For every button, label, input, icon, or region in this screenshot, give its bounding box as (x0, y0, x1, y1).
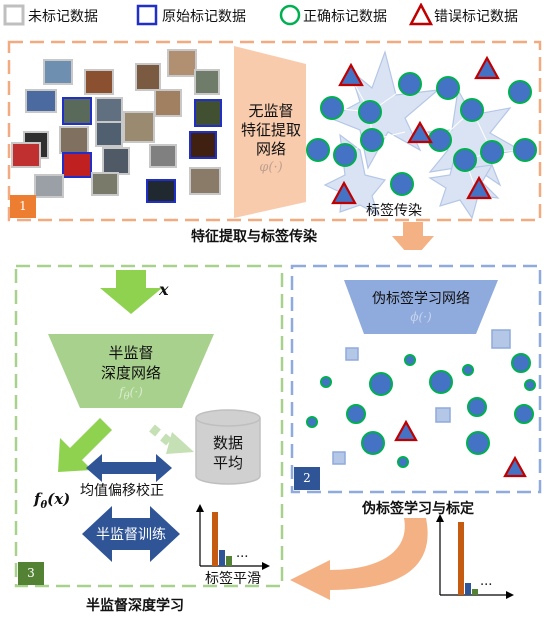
original-square-icon (136, 4, 158, 26)
extractor-line2: 特征提取 (240, 121, 301, 139)
output-symbol: fθ(x) (34, 490, 70, 511)
mean-shift-label: 均值偏移校正 (80, 483, 164, 499)
stage1-to-stage2-arrow (392, 222, 434, 250)
stage2-to-stage3-curved-arrow (290, 518, 428, 600)
feature-extractor-trapezoid (234, 46, 306, 218)
stage1-panel: 1 无监督 特征提取 网络 φ(·) 标签传染 特征提取与标签传染 (0, 0, 544, 250)
data-average-dashed-arrow (149, 424, 172, 446)
stage1-badge: 1 (10, 195, 36, 218)
input-symbol: x (159, 280, 169, 299)
input-down-arrow (100, 270, 162, 314)
legend-correct: 正确标记数据 (303, 9, 387, 25)
data-average-cylinder (195, 409, 261, 485)
output-symbol-f: f (34, 490, 41, 508)
output-symbol-tail: (x) (47, 490, 71, 508)
pseudo-squares (332, 329, 511, 465)
correct-circle-icon (279, 4, 301, 26)
pseudo-nodes-large (346, 353, 534, 455)
stage3-panel: x 半监督 深度网络 fθ(·) 数据 平均 fθ(x) 均值偏移校正 半监督训… (0, 250, 544, 618)
stage2-caption: 伪标签学习与标定 (362, 501, 474, 517)
legend-unlabeled: 未标记数据 (28, 9, 98, 25)
data-average-line1: 数据 (212, 434, 243, 452)
wrong-triangle-icon (409, 3, 433, 26)
pseudo-nodes-small (306, 354, 536, 468)
pseudo-network-symbol: ϕ(·) (410, 310, 432, 324)
network-symbol: fθ(·) (60, 385, 202, 402)
stage3-smoothing-chart (196, 504, 270, 570)
output-symbol-sub: θ (40, 500, 48, 511)
extractor-symbol: φ(·) (259, 160, 283, 175)
wrong-label-triangles (331, 55, 500, 205)
pseudo-network-label: 伪标签学习网络 (372, 291, 470, 307)
stage2-smoothing-chart (436, 514, 514, 599)
mean-shift-double-arrow (86, 454, 172, 482)
output-diagonal-arrow (58, 418, 112, 472)
stage3-badge: 3 (18, 562, 44, 585)
training-label: 半监督训练 (96, 527, 166, 543)
stage3-frame (14, 264, 284, 588)
training-double-arrow (82, 506, 180, 562)
network-symbol-tail: (·) (129, 385, 143, 399)
legend-original: 原始标记数据 (162, 9, 246, 25)
stage2-badge: 2 (294, 467, 320, 490)
stage2-panel: 伪标签学习网络 ϕ(·) 2 伪标签学习与标定 ... (0, 250, 544, 618)
pseudo-label-network-trapezoid (344, 280, 498, 334)
pseudo-wrong-triangles (394, 419, 527, 478)
stage3-caption: 半监督深度学习 (86, 598, 184, 614)
image-thumbnails (11, 49, 222, 203)
network-symbol-sub: θ (123, 391, 130, 403)
stage1-caption: 特征提取与标签传染 (191, 229, 317, 245)
legend: 未标记数据 原始标记数据 正确标记数据 错误标记数据 (0, 0, 544, 30)
network-line2: 深度网络 (100, 364, 161, 382)
feature-nodes (306, 72, 537, 196)
legend-wrong: 错误标记数据 (434, 9, 518, 25)
extractor-line1: 无监督 (248, 102, 294, 120)
stage2-ellipsis: ... (480, 574, 493, 589)
stage3-ellipsis: ... (236, 546, 249, 561)
extractor-line3: 网络 (255, 140, 286, 158)
data-average-line2: 平均 (212, 454, 243, 472)
unlabeled-square-icon (3, 4, 25, 26)
semi-supervised-network-trapezoid (48, 334, 214, 408)
stage1-frame (7, 40, 542, 222)
propagation-label: 标签传染 (366, 203, 422, 219)
network-symbol-f: f (119, 385, 124, 399)
network-line1: 半监督 (108, 344, 154, 362)
smoothing-label: 标签平滑 (205, 571, 261, 587)
stage2-frame (290, 264, 542, 494)
